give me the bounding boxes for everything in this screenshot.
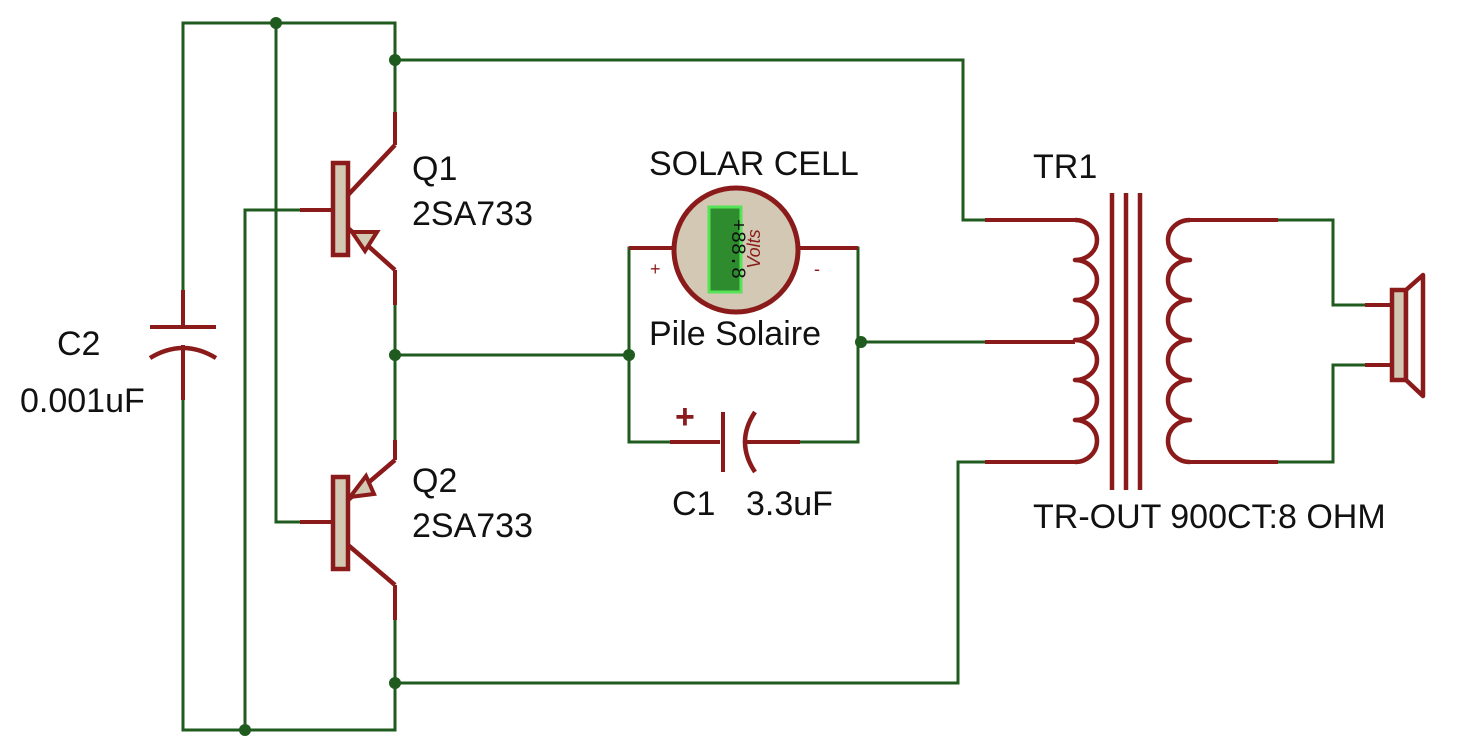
speaker — [1365, 272, 1426, 399]
tr1-value-label: TR-OUT 900CT:8 OHM — [1033, 498, 1386, 536]
transformer-tr1: TR1 TR-OUT 900CT:8 OHM — [985, 148, 1386, 536]
transistor-q2: Q2 2SA733 — [300, 440, 533, 620]
c2-ref-label: C2 — [57, 325, 100, 363]
c1-ref-label: C1 — [672, 485, 715, 523]
wires — [181, 21, 1367, 732]
c2-value-label: 0.001uF — [20, 382, 145, 420]
meter-unit-label: Volts — [744, 229, 764, 268]
q2-ref-label: Q2 — [412, 462, 457, 500]
junctions — [239, 17, 867, 736]
solar-minus-label: - — [814, 259, 820, 279]
junction-dot — [270, 17, 282, 29]
solar-plus-label: + — [650, 259, 661, 279]
capacitor-c2: C2 0.001uF — [20, 290, 218, 420]
junction-dot — [389, 677, 401, 689]
junction-dot — [389, 349, 401, 361]
junction-dot — [239, 724, 251, 736]
c1-polarity-label: + — [675, 398, 695, 436]
solar-ref-label: SOLAR CELL — [649, 145, 859, 183]
solar-value-label: Pile Solaire — [649, 315, 821, 353]
q1-ref-label: Q1 — [412, 150, 457, 188]
capacitor-c1: + C1 3.3uF — [670, 398, 833, 523]
junction-dot — [855, 336, 867, 348]
transistor-q1: Q1 2SA733 — [300, 112, 533, 305]
tr1-ref-label: TR1 — [1033, 148, 1097, 186]
junction-dot — [389, 54, 401, 66]
q1-value-label: 2SA733 — [412, 195, 533, 233]
c1-value-label: 3.3uF — [746, 485, 833, 523]
meter-reading: +88.8 — [725, 219, 748, 279]
junction-dot — [623, 349, 635, 361]
q2-value-label: 2SA733 — [412, 507, 533, 545]
solar-cell: +88.8 Volts + - SOLAR CELL Pile Solaire — [629, 145, 859, 353]
meter-display — [707, 205, 743, 294]
